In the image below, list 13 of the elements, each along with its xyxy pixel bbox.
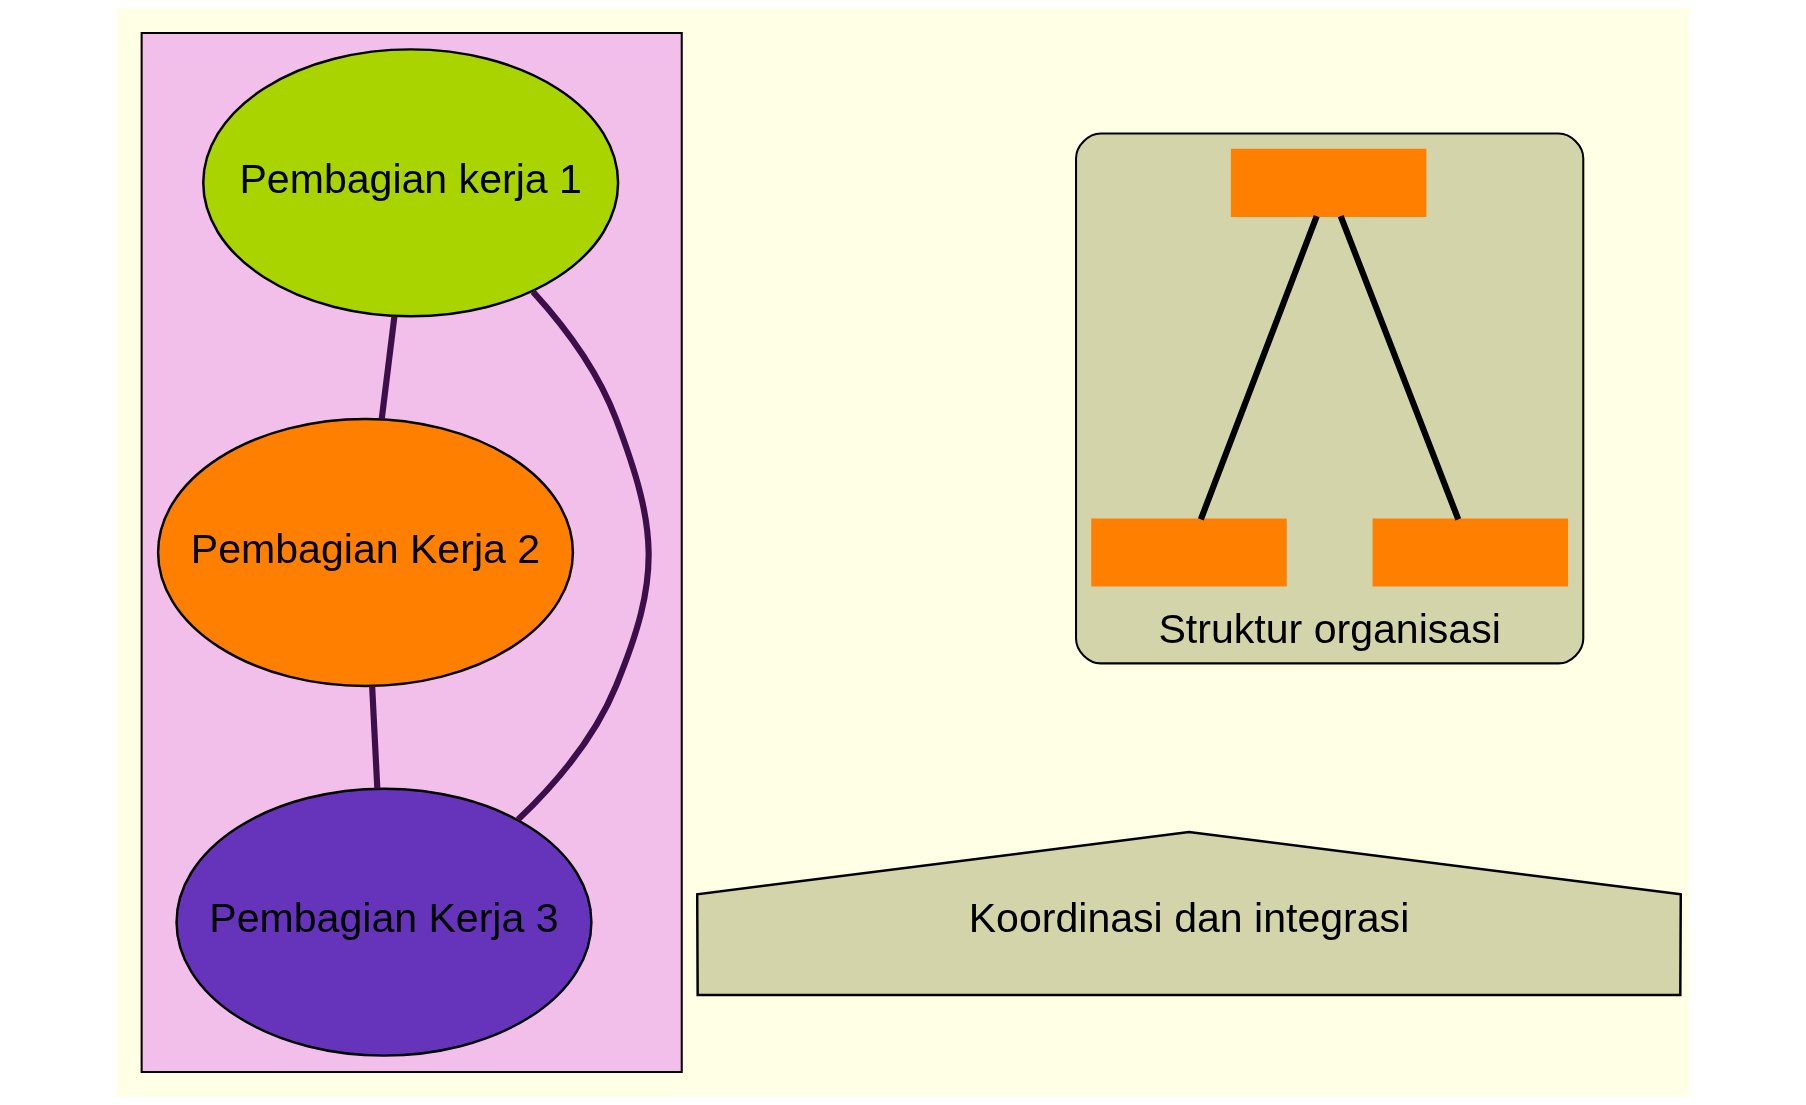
connector — [369, 685, 381, 789]
cluster: Struktur organisasi — [1075, 132, 1585, 665]
connector — [1337, 214, 1462, 521]
node-ellipse: Pembagian kerja 1 — [202, 48, 620, 318]
connector — [1198, 214, 1320, 521]
node-ellipse: Pembagian Kerja 2 — [156, 417, 575, 688]
node-box — [1091, 518, 1287, 587]
connector — [378, 315, 398, 420]
connector — [515, 289, 652, 822]
node-ellipse: Pembagian Kerja 3 — [175, 787, 593, 1057]
node-box — [1230, 148, 1427, 217]
cluster — [140, 31, 683, 1074]
node-box — [1372, 518, 1569, 587]
